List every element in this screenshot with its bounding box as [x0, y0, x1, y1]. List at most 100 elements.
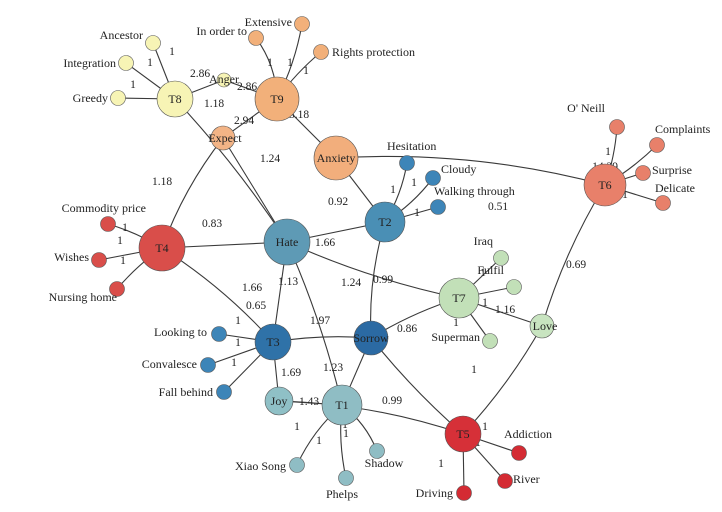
edge-weight-hate-t3: 1.66 — [242, 282, 262, 294]
edge-weight-joy-t5: 1 — [294, 421, 300, 433]
node-label-joy: Joy — [271, 394, 288, 408]
node-label-shadow: Shadow — [365, 456, 404, 470]
edge-weight-joy-t1: 1.43 — [299, 396, 319, 408]
edge-weight-ancestor-t8: 1 — [169, 46, 175, 58]
node-label-greedy: Greedy — [73, 91, 108, 105]
edge-weight-t4-hate: 0.83 — [202, 218, 222, 230]
node-river — [497, 473, 513, 489]
node-label-t3: T3 — [266, 335, 279, 349]
node-cloudy — [425, 170, 441, 186]
node-label-hate: Hate — [276, 235, 299, 249]
edge-weight-hate-t1: 1.13 — [278, 276, 298, 288]
edge-hate-t7 — [286, 241, 460, 299]
node-t1 — [321, 384, 363, 426]
node-label-integration: Integration — [63, 56, 116, 70]
edge-weight-t3-sorrow: 1.97 — [310, 315, 330, 327]
node-label-t7: T7 — [452, 291, 465, 305]
node-t2 — [364, 201, 406, 243]
node-superman — [482, 333, 498, 349]
edge-weight-o-neill-t6: 1 — [605, 146, 611, 158]
node-label-ancestor: Ancestor — [100, 28, 143, 42]
node-shadow — [369, 443, 385, 459]
node-label-extensive: Extensive — [245, 15, 292, 29]
node-iraq — [493, 250, 509, 266]
node-complaints — [649, 137, 665, 153]
node-label-walking-through: Walking through — [434, 184, 515, 198]
edge-weight-cloudy-t2: 1 — [411, 177, 417, 189]
node-layer — [91, 16, 671, 501]
node-label-phelps: Phelps — [326, 487, 358, 501]
node-label-expect: Expect — [208, 131, 242, 145]
node-label-delicate: Delicate — [655, 181, 695, 195]
node-greedy — [110, 90, 126, 106]
node-label-river: River — [513, 472, 540, 486]
edge-weight-anger-t9: 2.86 — [237, 81, 257, 93]
edge-weight-wishes-t4: 1 — [117, 235, 123, 247]
node-label-nursing-home: Nursing home — [49, 290, 117, 304]
node-extensive — [294, 16, 310, 32]
node-label-addiction: Addiction — [504, 427, 552, 441]
node-driving — [456, 485, 472, 501]
edge-weight-t4-t3: 0.65 — [246, 300, 266, 312]
node-label-t1: T1 — [335, 398, 348, 412]
node-o-neill — [609, 119, 625, 135]
node-ancestor — [145, 35, 161, 51]
node-t5 — [444, 415, 482, 453]
edge-weight-addiction-t5: 1 — [482, 421, 488, 433]
node-label-fulfil: Fulfil — [477, 263, 504, 277]
node-label-in-order-to: In order to — [196, 24, 247, 38]
edge-weight-in-order-to-t9: 1 — [267, 57, 273, 69]
node-t6 — [583, 163, 627, 207]
node-label-superman: Superman — [431, 330, 480, 344]
edge-weight-rights-protection-t9: 1 — [303, 65, 309, 77]
node-label-driving: Driving — [416, 486, 453, 500]
node-label-complaints: Complaints — [655, 122, 711, 136]
node-t7 — [438, 277, 480, 319]
node-label-t2: T2 — [378, 215, 391, 229]
edge-weight-hate-t2: 1.66 — [315, 237, 335, 249]
edge-sorrow-t5 — [370, 337, 464, 435]
edge-weight-t2-sorrow: 0.99 — [373, 274, 393, 286]
edge-weight-t3-joy: 1.69 — [281, 367, 301, 379]
edge-weight-iraq-t7: 1 — [480, 267, 486, 279]
node-in-order-to — [248, 30, 264, 46]
node-label-anger: Anger — [209, 72, 239, 86]
edge-weight-nursing-home-t4: 1 — [120, 255, 126, 267]
node-label-t4: T4 — [155, 241, 168, 255]
edge-weight-delicate-t6: 1 — [622, 189, 628, 201]
node-xiao-song — [289, 457, 305, 473]
edge-weight-hesitation-t2: 1 — [390, 184, 396, 196]
edge-weight-fall-behind-t3: 1 — [231, 357, 237, 369]
node-label-surprise: Surprise — [652, 163, 692, 177]
node-fulfil — [506, 279, 522, 295]
edge-weight-hate-t7: 1.24 — [341, 277, 361, 289]
edge-joy-t5 — [278, 400, 464, 435]
node-t8 — [156, 80, 194, 118]
node-label-sorrow: Sorrow — [353, 331, 389, 345]
node-hesitation — [399, 155, 415, 171]
node-rights-protection — [313, 44, 329, 60]
node-label-t9: T9 — [270, 92, 283, 106]
node-love — [529, 313, 555, 339]
node-walking-through — [430, 199, 446, 215]
edge-weight-anxiety-t6: 0.51 — [488, 201, 508, 213]
edge-weight-phelps-t1: 1 — [343, 428, 349, 440]
edge-weight-t9-expect: 2.94 — [234, 115, 254, 127]
edge-weight-love-t5: 1 — [471, 364, 477, 376]
edge-weight-t6-love: 0.69 — [566, 259, 586, 271]
edge-weight-t7-love: 1.16 — [495, 304, 515, 316]
edge-weight-superman-t7: 1 — [453, 317, 459, 329]
node-label-rights-protection: Rights protection — [332, 45, 415, 59]
edge-weight-extensive-t9: 1 — [287, 57, 293, 69]
edge-weight-commodity-price-t4: 1 — [122, 222, 128, 234]
node-nursing-home — [109, 281, 125, 297]
node-label-t8: T8 — [168, 92, 181, 106]
node-label-cloudy: Cloudy — [441, 162, 476, 176]
edge-weight-t8-anger: 2.86 — [190, 68, 210, 80]
node-label-convalesce: Convalesce — [142, 357, 197, 371]
edge-weight-t7-sorrow: 0.86 — [397, 323, 417, 335]
node-addiction — [511, 445, 527, 461]
